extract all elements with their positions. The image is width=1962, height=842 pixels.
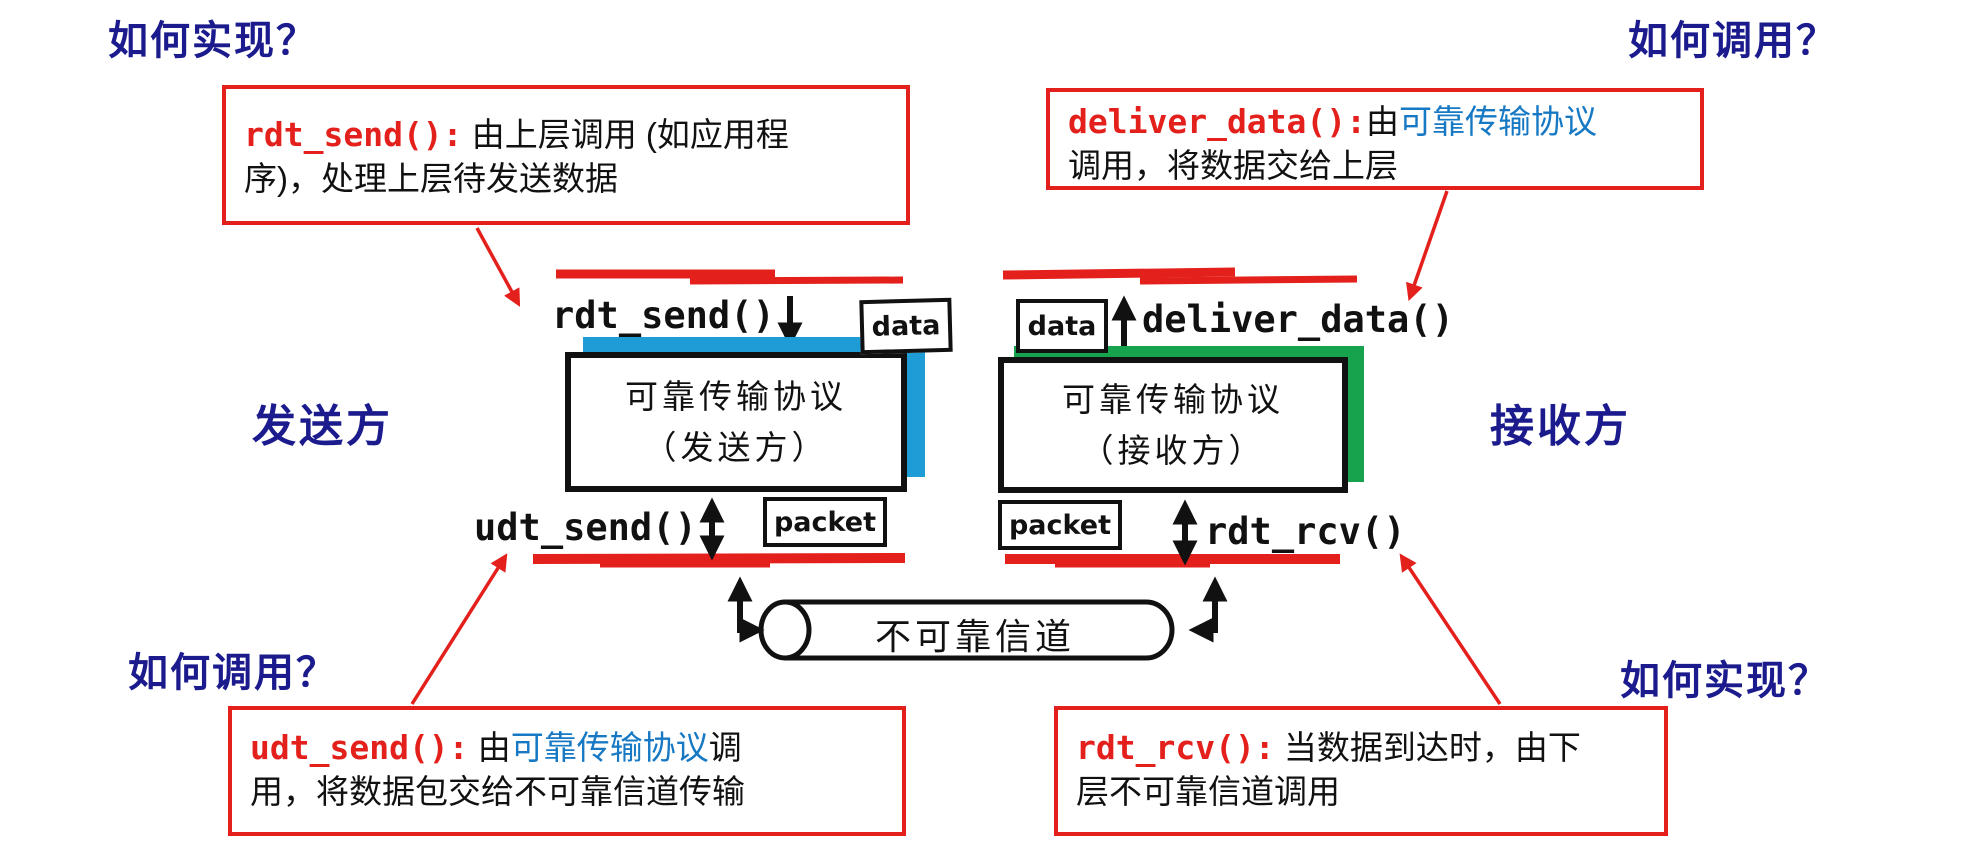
pointer-arrow-deliver-data xyxy=(1406,190,1449,302)
boundary-line-sender-bottom xyxy=(532,553,906,568)
callout-rdt-send-text: 由上层调用 (如应用程序)，处理上层待发送数据 xyxy=(244,116,789,198)
sender-protocol-box: 可靠传输协议 （发送方） xyxy=(565,352,907,492)
receiver-box-line1: 可靠传输协议 xyxy=(1062,379,1284,419)
rdt-rcv-label: rdt_rcv() xyxy=(1205,510,1406,553)
boundary-line-receiver-bottom xyxy=(1005,554,1340,568)
boundary-line-sender-top xyxy=(556,269,904,285)
rdt-send-label: rdt_send() xyxy=(552,294,775,337)
packet-tag-receiver: packet xyxy=(998,500,1122,550)
receiver-protocol-box: 可靠传输协议 （接收方） xyxy=(998,357,1348,493)
udt-send-label: udt_send() xyxy=(474,506,697,549)
pointer-arrow-rdt-rcv xyxy=(1399,553,1502,705)
callout-rdt-rcv: rdt_rcv(): 当数据到达时，由下层不可靠信道调用 xyxy=(1054,706,1668,836)
pointer-arrow-rdt-send xyxy=(475,227,521,307)
callout-udt-send: udt_send(): 由可靠传输协议调用，将数据包交给不可靠信道传输 xyxy=(228,706,906,836)
receiver-box-line2: （接收方） xyxy=(1080,431,1266,470)
packet-tag-sender: packet xyxy=(763,497,887,547)
sender-side-label: 发送方 xyxy=(252,402,393,451)
sender-box-line1: 可靠传输协议 xyxy=(625,376,847,416)
callout-udt-send-text: 由 xyxy=(468,729,511,766)
unreliable-channel-label: 不可靠信道 xyxy=(874,617,1075,658)
callout-deliver-data-func: deliver_data(): xyxy=(1068,102,1367,141)
receiver-side-label: 接收方 xyxy=(1490,402,1631,451)
callout-deliver-data-text: 由 xyxy=(1366,103,1400,140)
callout-rdt-rcv-func: rdt_rcv(): xyxy=(1076,728,1275,767)
callout-rdt-send: rdt_send(): 由上层调用 (如应用程序)，处理上层待发送数据 xyxy=(222,85,910,225)
deliver-data-label: deliver_data() xyxy=(1142,298,1454,341)
channel-cylinder-end xyxy=(758,599,812,661)
callout-rdt-send-func: rdt_send(): xyxy=(244,115,463,154)
sender-box-line2: （发送方） xyxy=(643,428,829,467)
boundary-line-receiver-top xyxy=(1002,267,1358,285)
callout-deliver-data-blue-text: 可靠传输协议 xyxy=(1399,103,1598,140)
headline-top-left: 如何实现？ xyxy=(108,19,318,63)
callout-udt-send-func: udt_send(): xyxy=(250,728,469,767)
pointer-arrow-udt-send xyxy=(410,553,508,705)
channel-cylinder-body xyxy=(785,599,1175,661)
callout-deliver-data: deliver_data():由可靠传输协议调用，将数据交给上层 xyxy=(1046,88,1704,190)
arrow-channel-right-elbow xyxy=(1188,576,1228,643)
headline-bottom-left: 如何调用？ xyxy=(128,651,338,695)
callout-rdt-rcv-text: 当数据到达时，由下层不可靠信道调用 xyxy=(1076,729,1581,811)
arrow-channel-left-elbow xyxy=(727,576,765,643)
data-tag-sender: data xyxy=(859,297,953,355)
data-tag-receiver: data xyxy=(1016,299,1108,353)
callout-udt-send-blue-text: 可靠传输协议 xyxy=(510,729,709,766)
headline-bottom-right: 如何实现？ xyxy=(1620,659,1830,703)
headline-top-right: 如何调用？ xyxy=(1628,19,1838,63)
